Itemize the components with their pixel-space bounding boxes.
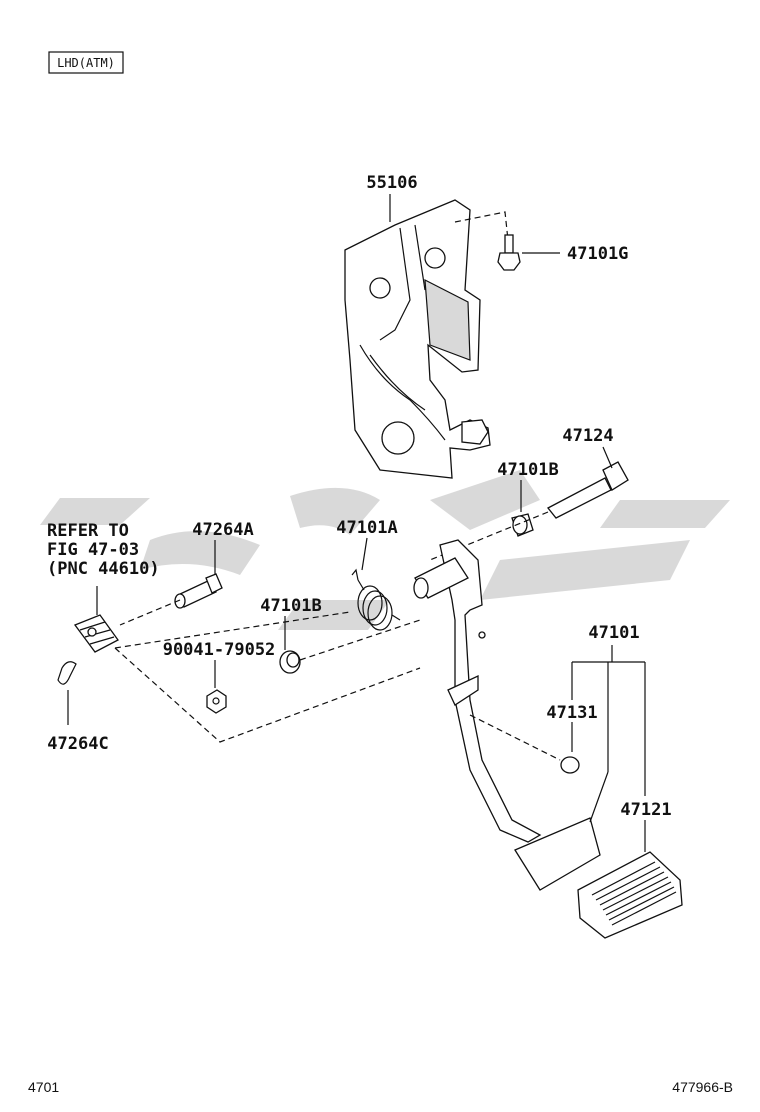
bushing-left xyxy=(279,650,301,674)
stop-pin xyxy=(174,573,223,609)
watermark-logo xyxy=(40,470,730,630)
footer-right-code: 477966-B xyxy=(672,1079,733,1095)
leader-47101-arm2 xyxy=(589,771,609,823)
label-47101B-right: 47101B xyxy=(497,460,558,480)
dash-assembly-lines xyxy=(114,599,421,743)
return-spring xyxy=(351,568,401,631)
label-47264A: 47264A xyxy=(192,520,253,540)
retaining-clip xyxy=(57,661,77,685)
footer-left-code: 4701 xyxy=(28,1079,59,1095)
dash-47131 xyxy=(469,714,561,761)
refer-note-line3: (PNC 44610) xyxy=(47,559,160,579)
leader-47101A xyxy=(361,537,368,571)
label-47101: 47101 xyxy=(588,623,639,643)
pedal-cushion xyxy=(560,756,580,774)
flange-nut xyxy=(206,689,227,714)
leader-47124 xyxy=(602,446,613,469)
pivot-bolt xyxy=(547,461,629,519)
dash-pivot-axis xyxy=(429,511,549,561)
refer-note-line2: FIG 47-03 xyxy=(47,540,139,560)
dash-47101G xyxy=(454,211,509,241)
label-47131: 47131 xyxy=(546,703,597,723)
label-55106: 55106 xyxy=(366,173,417,193)
label-47101G: 47101G xyxy=(567,244,628,264)
bushing-right xyxy=(511,513,534,537)
label-47121: 47121 xyxy=(620,800,671,820)
refer-note-line1: REFER TO xyxy=(47,521,129,541)
flange-nut-hole xyxy=(212,697,220,705)
stop-lamp-switch xyxy=(73,614,119,653)
pedal-support-bracket xyxy=(344,199,491,479)
variant-tag: LHD(ATM) xyxy=(57,56,115,70)
variant-tag-box xyxy=(48,51,124,74)
label-47264C: 47264C xyxy=(47,734,108,754)
bracket-bolt xyxy=(497,234,521,271)
brake-pedal-pad xyxy=(577,851,683,939)
label-47101B-left: 47101B xyxy=(260,596,321,616)
label-47101A: 47101A xyxy=(336,518,397,538)
brake-pedal-arm xyxy=(413,539,601,891)
label-47124: 47124 xyxy=(562,426,613,446)
label-90041-79052: 90041-79052 xyxy=(163,640,276,660)
